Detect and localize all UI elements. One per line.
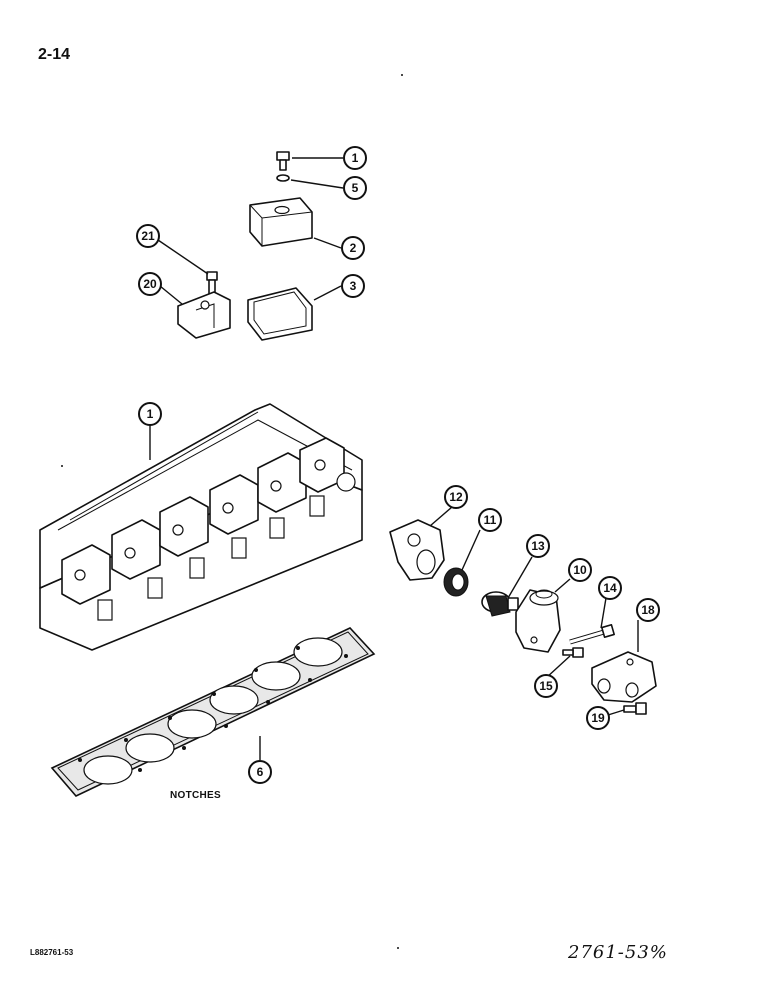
handwritten-note: 2761-53%	[568, 942, 668, 963]
callout-13: 13	[526, 534, 550, 558]
gasket-part-3	[247, 287, 313, 341]
svg-text:14: 14	[603, 581, 617, 595]
cylinder-head-part-1	[39, 403, 363, 651]
svg-text:5: 5	[352, 181, 359, 195]
cover-part-2	[249, 197, 313, 247]
svg-text:18: 18	[641, 603, 655, 617]
callout-5: 1	[343, 146, 367, 170]
svg-text:3: 3	[350, 279, 357, 293]
page-number: 2-14	[38, 46, 71, 63]
svg-text:1: 1	[352, 151, 359, 165]
callout-18: 18	[636, 598, 660, 622]
bracket-part-18	[591, 651, 657, 703]
svg-text:19: 19	[591, 711, 605, 725]
svg-text:21: 21	[141, 229, 155, 243]
callout-1: 1	[138, 402, 162, 426]
svg-text:1: 1	[147, 407, 154, 421]
thermostat-housing-part-10	[515, 589, 561, 653]
callout-2: 2	[341, 236, 365, 260]
bolt-part-15	[562, 647, 584, 658]
bolt-part-14	[569, 624, 615, 645]
svg-text:6: 6	[257, 765, 264, 779]
head-gasket-part-6	[50, 627, 376, 797]
washer-part-4	[276, 174, 290, 182]
callout-19: 19	[586, 706, 610, 730]
thermostat-part-13	[481, 591, 519, 617]
bolt-part-5	[276, 151, 290, 171]
svg-text:2: 2	[350, 241, 357, 255]
speck	[397, 947, 399, 949]
svg-text:10: 10	[573, 563, 587, 577]
callout-12: 12	[444, 485, 468, 509]
notches-label: NOTCHES	[170, 790, 221, 801]
bracket-part-20	[177, 291, 231, 339]
callout-14: 14	[598, 576, 622, 600]
drawing-code: L882761-53	[30, 948, 74, 957]
callout-21: 21	[136, 224, 160, 248]
callout-3: 3	[341, 274, 365, 298]
svg-text:20: 20	[143, 277, 157, 291]
svg-text:12: 12	[449, 490, 463, 504]
speck	[61, 465, 63, 467]
svg-text:11: 11	[484, 513, 497, 527]
callout-10: 10	[568, 558, 592, 582]
callout-6: 6	[248, 760, 272, 784]
leader-lines	[149, 157, 639, 760]
callout-15: 15	[534, 674, 558, 698]
svg-text:13: 13	[531, 539, 545, 553]
bolt-part-19	[623, 702, 647, 715]
callout-4: 5	[343, 176, 367, 200]
callout-11: 11	[478, 508, 502, 532]
speck	[401, 74, 403, 76]
callout-20: 20	[138, 272, 162, 296]
seal-part-11	[443, 567, 469, 597]
flange-gasket-part-12	[389, 519, 445, 581]
svg-text:15: 15	[539, 679, 553, 693]
